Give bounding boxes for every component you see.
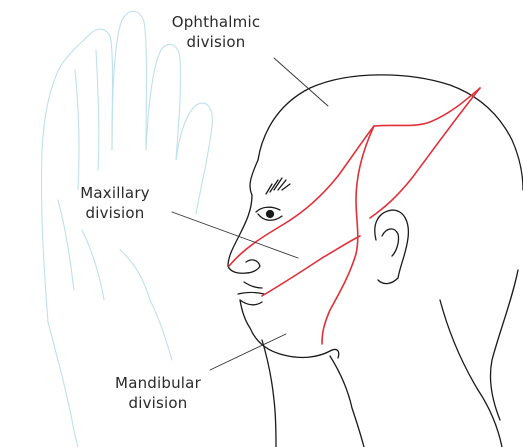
maxillary-label-line-1: Maxillary <box>62 183 168 203</box>
maxillary-label-line-2: division <box>62 203 168 223</box>
ophthalmic-label-line-1: Ophthalmic <box>156 12 276 32</box>
ophthalmic-division-label: Ophthalmic division <box>156 12 276 52</box>
maxillary-division-label: Maxillary division <box>62 183 168 223</box>
mandibular-division-label: Mandibular division <box>96 373 220 413</box>
maxillary-mandibular-boundary <box>262 236 360 296</box>
maxillary-leader <box>172 212 298 258</box>
leader-lines <box>172 58 328 370</box>
mandibular-label-line-2: division <box>96 393 220 413</box>
mandibular-rear-boundary <box>322 126 374 344</box>
ophthalmic-maxillary-boundary <box>229 126 374 266</box>
ophthalmic-label-line-2: division <box>156 32 276 52</box>
head-outline <box>228 75 523 447</box>
mandibular-label-line-1: Mandibular <box>96 373 220 393</box>
dorsal-boundary <box>370 88 480 218</box>
ophthalmic-leader <box>274 58 328 106</box>
upper-boundary <box>374 88 480 126</box>
